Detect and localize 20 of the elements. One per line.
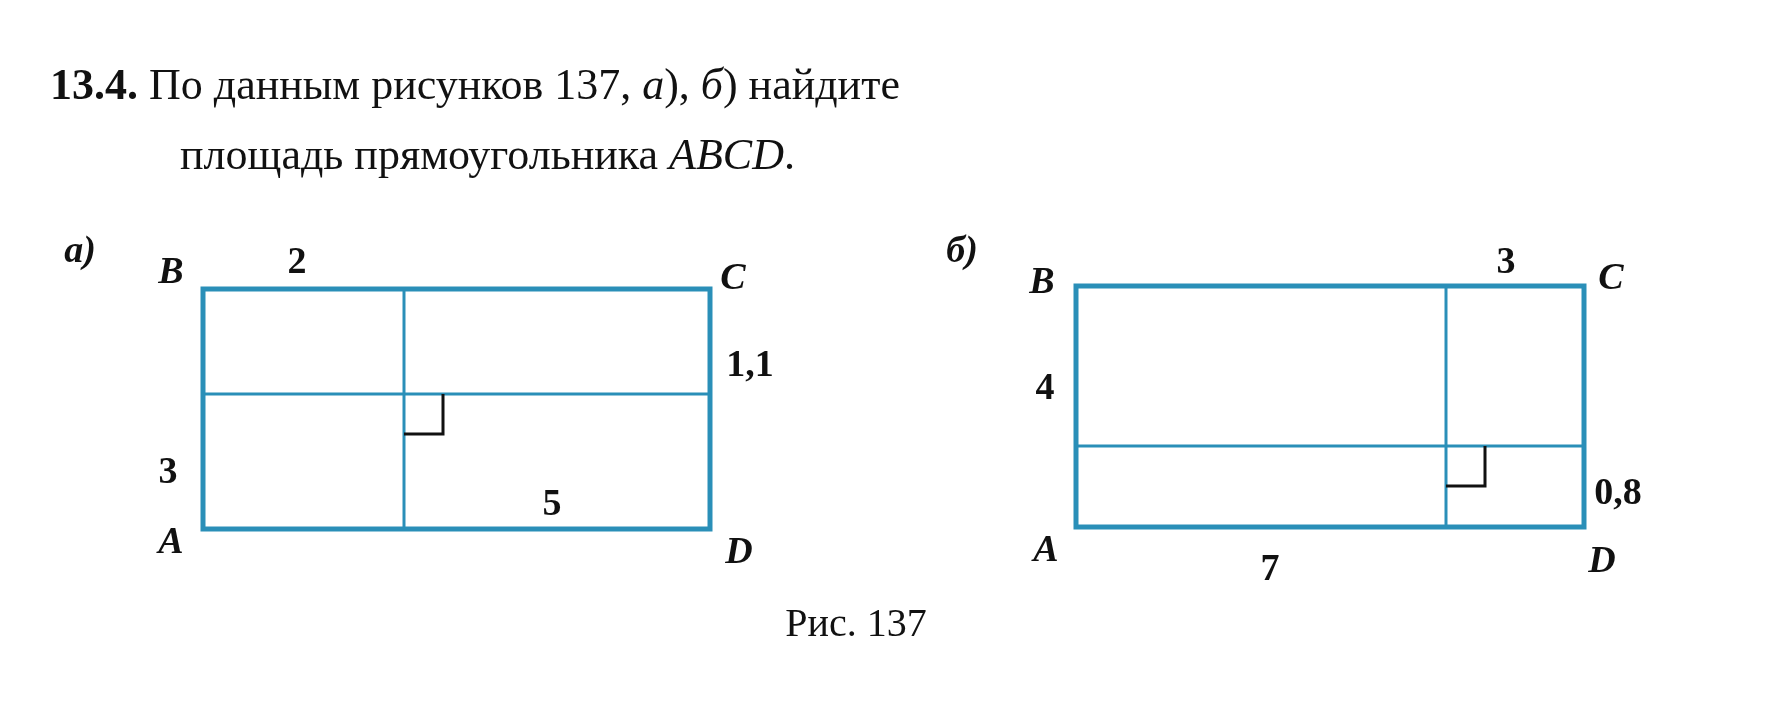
vertex-label: D [1588,537,1616,581]
length-label: 3 [158,448,178,492]
length-label: 5 [542,480,562,524]
figure-label: б) [946,227,978,271]
length-label: 2 [287,238,307,282]
length-label: 4 [1035,364,1055,408]
figure-label: а) [64,227,96,271]
length-label: 3 [1496,238,1516,282]
vertex-label: B [1029,258,1055,302]
figure-caption: Рис. 137 [785,598,927,646]
vertex-label: C [720,254,746,298]
length-label: 7 [1260,545,1280,589]
length-label: 1,1 [726,341,774,385]
length-label: 0,8 [1594,469,1642,513]
vertex-label: C [1598,254,1624,298]
vertex-label: D [725,528,753,572]
vertex-label: A [1033,526,1059,570]
problem-text: 13.4. По данным рисунков 137, а), б) найдите площадь прямоугольника ABCD. [50,59,901,181]
vertex-label: A [158,518,184,562]
vertex-label: B [158,248,184,292]
